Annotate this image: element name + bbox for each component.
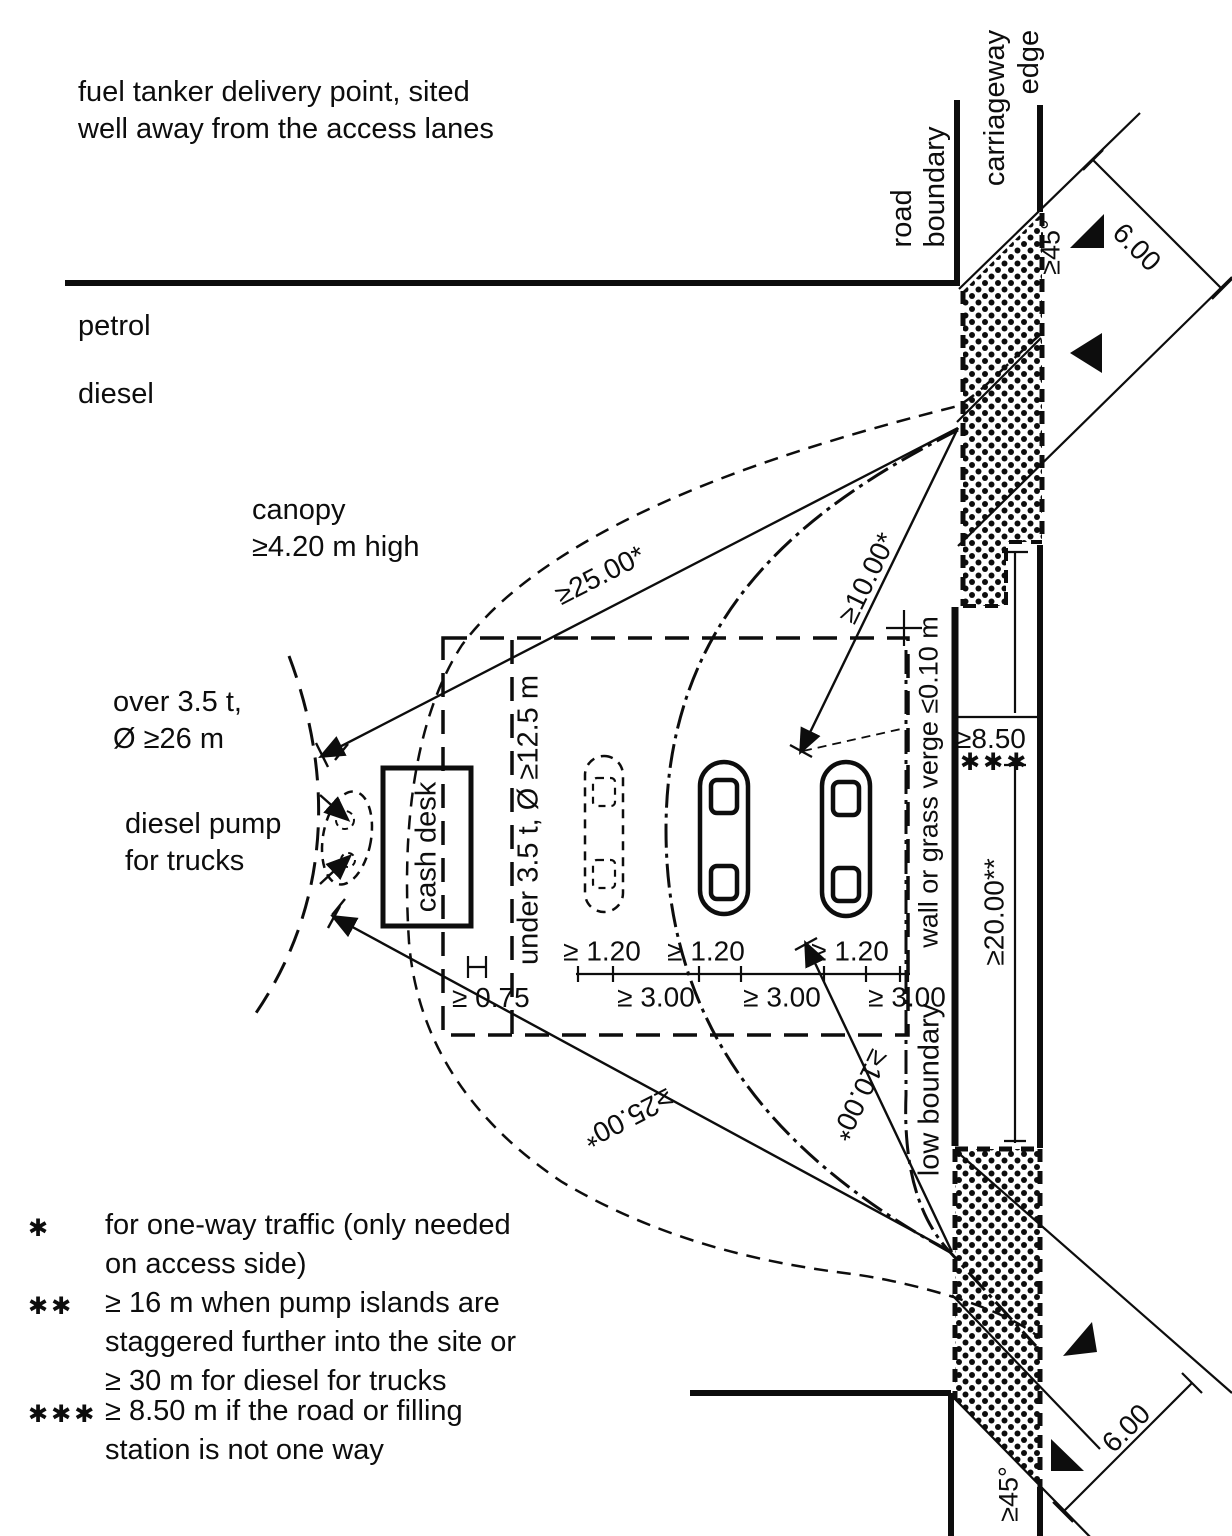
wall-verge-label: wall or grass verge ≤0.10 m	[913, 616, 944, 948]
footnote-2-line2: staggered further into the site or	[105, 1326, 517, 1358]
dim-120-a: ≥ 1.20	[563, 935, 641, 967]
over-35t-label: over 3.5 t, Ø ≥26 m	[113, 684, 242, 758]
under-35t-label: under 3.5 t, Ø ≥12.5 m	[512, 675, 545, 965]
pump-icon	[830, 865, 862, 904]
pump-icon	[830, 779, 862, 818]
construction-lines	[466, 112, 1232, 1536]
footnote-2-marker: ✱✱	[28, 1293, 75, 1320]
pump-icon	[708, 777, 740, 816]
petrol-label: petrol	[78, 310, 151, 342]
dim-300-c: ≥ 3.00	[868, 981, 946, 1013]
fuel-tanker-note-line2: well away from the access lanes	[78, 113, 494, 145]
footnote-1-line1: for one-way traffic (only needed	[105, 1209, 511, 1241]
road-boundary-line2: boundary	[919, 126, 951, 248]
sweep-path	[405, 332, 1043, 1339]
pump-icon	[708, 863, 740, 902]
give-way-triangle-icon	[1051, 1439, 1084, 1471]
carriageway-edge-label: carriageway edge	[978, 30, 1046, 186]
carriageway-edge-line2: edge	[1013, 29, 1045, 95]
footnote-2-line3: ≥ 30 m for diesel for trucks	[105, 1365, 447, 1397]
angle-45-top: ≥45°	[1035, 219, 1066, 275]
dim-120-b: ≥ 1.20	[667, 935, 745, 967]
truck-diesel-pump	[319, 743, 374, 916]
give-way-triangle-icon	[1070, 333, 1102, 373]
footnote-3-marker: ✱✱✱	[28, 1401, 98, 1428]
pump-island-future	[583, 754, 625, 914]
dim-300-a: ≥ 3.00	[617, 981, 695, 1013]
dim-300-b: ≥ 3.00	[743, 981, 821, 1013]
plot-boundary	[441, 636, 910, 1037]
dim-2000: ≥20.00**	[978, 858, 1010, 966]
footnote-1: for one-way traffic (only needed on acce…	[105, 1206, 511, 1284]
cash-desk-box	[380, 765, 474, 929]
entrance-splay-top	[960, 213, 1045, 608]
footnote-3-line2: station is not one way	[105, 1434, 384, 1466]
canopy-label: canopy ≥4.20 m high	[252, 492, 419, 566]
dim-850-footnote-marker: ✱✱✱	[960, 749, 1030, 776]
dim-075: ≥ 0.75	[452, 982, 530, 1013]
footnote-1-marker: ✱	[28, 1215, 52, 1242]
entrance-splay-bottom	[952, 1146, 1043, 1487]
dim-120-c: ≥ 1.20	[811, 935, 889, 967]
angle-45-bottom: ≥45°	[993, 1466, 1024, 1522]
road-lines	[65, 100, 1043, 1536]
footnote-3: ≥ 8.50 m if the road or filling station …	[105, 1392, 463, 1470]
road-boundary-line1: road	[886, 189, 918, 248]
diesel-pump-label: diesel pump for trucks	[125, 806, 281, 880]
diesel-pump-line1: diesel pump	[125, 808, 282, 840]
canopy-line1: canopy	[252, 494, 346, 526]
diesel-label: diesel	[78, 378, 154, 410]
low-boundary-label: low boundary	[913, 1003, 946, 1177]
carriageway-edge-line1: carriageway	[979, 29, 1011, 187]
fuel-tanker-note: fuel tanker delivery point, sited well a…	[78, 74, 494, 148]
pump-island-1	[697, 759, 751, 917]
fuel-tanker-note-line1: fuel tanker delivery point, sited	[78, 76, 470, 108]
canopy-line2: ≥4.20 m high	[252, 531, 420, 563]
footnote-2: ≥ 16 m when pump islands are staggered f…	[105, 1284, 516, 1401]
footnote-3-line1: ≥ 8.50 m if the road or filling	[105, 1395, 463, 1427]
give-way-triangle-icon	[1070, 214, 1104, 248]
give-way-markings	[1051, 214, 1104, 1471]
diesel-pump-line2: for trucks	[125, 845, 245, 877]
dim-850: ≥8.50	[956, 723, 1026, 754]
footnote-2-line1: ≥ 16 m when pump islands are	[105, 1287, 500, 1319]
chain-paths	[664, 428, 1038, 1348]
road-boundary-label: road boundary	[886, 127, 952, 248]
over-35t-line1: over 3.5 t,	[113, 686, 242, 718]
footnote-1-line2: on access side)	[105, 1248, 307, 1280]
over-35t-line2: Ø ≥26 m	[113, 723, 225, 755]
give-way-triangle-icon	[1063, 1322, 1097, 1356]
pump-island-2	[819, 759, 873, 919]
dimension-arrows	[314, 426, 960, 1254]
cash-desk-label: cash desk	[410, 781, 443, 913]
truck-turning-arc	[254, 655, 321, 1014]
